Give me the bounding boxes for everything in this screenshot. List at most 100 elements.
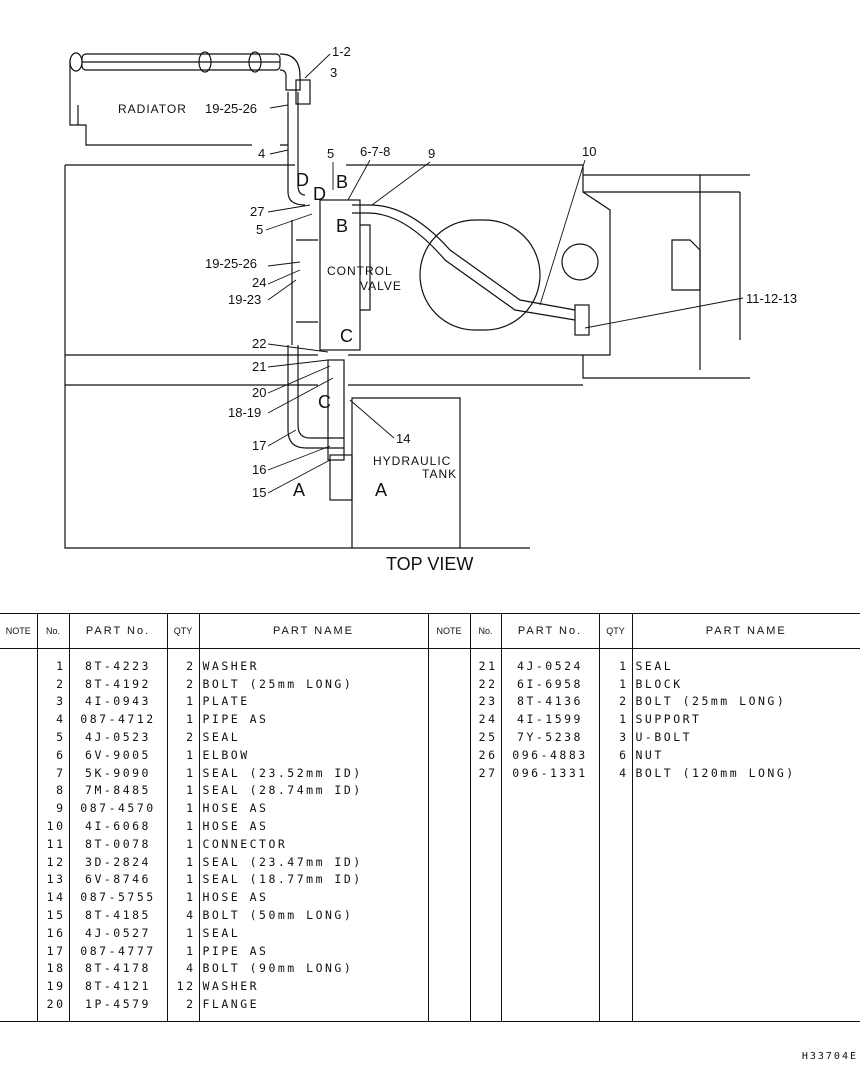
note-cell bbox=[427, 745, 470, 764]
qty-cell: 1 bbox=[166, 852, 199, 871]
note-cell bbox=[427, 728, 470, 746]
qty-cell: 1 bbox=[166, 781, 199, 800]
name-cell bbox=[631, 923, 860, 942]
no-cell bbox=[469, 959, 501, 978]
name-cell: BOLT (120mm LONG) bbox=[631, 763, 860, 782]
header-part-no: PART No. bbox=[68, 613, 167, 649]
note-cell bbox=[427, 763, 470, 782]
callout-9: 9 bbox=[428, 146, 435, 161]
qty-cell: 1 bbox=[166, 834, 199, 853]
no-cell: 14 bbox=[36, 888, 69, 907]
note-cell bbox=[427, 834, 470, 853]
note-cell bbox=[427, 959, 470, 978]
letter-b-upper: B bbox=[336, 172, 348, 192]
qty-cell bbox=[598, 817, 632, 835]
note-cell bbox=[427, 941, 470, 960]
no-cell: 12 bbox=[36, 852, 69, 871]
part-no-cell bbox=[500, 995, 599, 1022]
note-cell bbox=[0, 710, 37, 728]
no-cell bbox=[469, 870, 501, 889]
callout-19-25-26-b: 19-25-26 bbox=[205, 256, 257, 271]
note-cell bbox=[427, 977, 470, 996]
name-cell: BLOCK bbox=[631, 674, 860, 693]
name-cell: SEAL bbox=[198, 728, 428, 746]
part-no-cell bbox=[500, 852, 599, 871]
qty-cell: 2 bbox=[166, 674, 199, 693]
note-cell bbox=[427, 906, 470, 924]
name-cell: ELBOW bbox=[198, 745, 428, 764]
part-no-cell: 087-5755 bbox=[68, 888, 167, 907]
name-cell: SEAL (28.74mm ID) bbox=[198, 781, 428, 800]
name-cell bbox=[631, 817, 860, 835]
callout-16: 16 bbox=[252, 462, 266, 477]
part-no-cell: 4J-0527 bbox=[68, 923, 167, 942]
qty-cell: 12 bbox=[166, 977, 199, 996]
hose-9-10 bbox=[352, 204, 590, 336]
note-cell bbox=[427, 923, 470, 942]
letter-c-lower: C bbox=[318, 392, 331, 412]
name-cell bbox=[631, 959, 860, 978]
part-no-cell: 8T-4121 bbox=[68, 977, 167, 996]
qty-cell bbox=[598, 977, 632, 996]
no-cell: 13 bbox=[36, 870, 69, 889]
part-no-cell bbox=[500, 923, 599, 942]
part-no-cell: 4I-0943 bbox=[68, 692, 167, 711]
no-cell: 24 bbox=[469, 710, 501, 729]
callout-27: 27 bbox=[250, 204, 264, 219]
name-cell: BOLT (90mm LONG) bbox=[198, 959, 428, 978]
qty-cell bbox=[598, 870, 632, 889]
name-cell bbox=[631, 906, 860, 924]
header-part-name: PART NAME bbox=[198, 613, 428, 649]
qty-cell: 2 bbox=[598, 692, 632, 711]
part-no-cell: 096-4883 bbox=[500, 745, 599, 764]
pipe-4 bbox=[287, 92, 306, 206]
callout-19-25-26-a: 19-25-26 bbox=[205, 101, 257, 116]
pipe-17 bbox=[287, 345, 353, 501]
header-no: No. bbox=[36, 613, 69, 649]
no-cell: 15 bbox=[36, 906, 69, 924]
note-cell bbox=[0, 871, 37, 889]
name-cell bbox=[631, 870, 860, 889]
name-cell: SEAL (18.77mm ID) bbox=[198, 870, 428, 889]
no-cell: 6 bbox=[36, 745, 69, 764]
note-cell bbox=[427, 674, 470, 693]
name-cell: PIPE AS bbox=[198, 941, 428, 960]
no-cell bbox=[469, 888, 501, 907]
part-no-cell: 8T-4223 bbox=[68, 648, 167, 675]
part-no-cell: 6I-6958 bbox=[500, 674, 599, 693]
qty-cell bbox=[598, 995, 632, 1022]
qty-cell: 2 bbox=[166, 995, 199, 1022]
header-qty: QTY bbox=[166, 613, 199, 649]
no-cell: 21 bbox=[469, 648, 501, 675]
note-cell bbox=[0, 746, 37, 764]
note-cell bbox=[0, 817, 37, 835]
callout-21: 21 bbox=[252, 359, 266, 374]
note-cell bbox=[427, 870, 470, 889]
qty-cell: 2 bbox=[166, 728, 199, 746]
part-no-cell bbox=[500, 799, 599, 818]
qty-cell: 1 bbox=[166, 817, 199, 835]
no-cell: 8 bbox=[36, 781, 69, 800]
name-cell: HOSE AS bbox=[198, 888, 428, 907]
letter-d-lower: D bbox=[313, 184, 326, 204]
name-cell bbox=[631, 781, 860, 800]
no-cell: 19 bbox=[36, 977, 69, 996]
no-cell bbox=[469, 834, 501, 853]
qty-cell: 4 bbox=[166, 959, 199, 978]
callout-5-mid: 5 bbox=[256, 222, 263, 237]
qty-cell: 1 bbox=[166, 710, 199, 729]
name-cell bbox=[631, 834, 860, 853]
name-cell: PLATE bbox=[198, 692, 428, 711]
no-cell bbox=[469, 977, 501, 996]
tank-label: TANK bbox=[422, 467, 457, 481]
qty-cell bbox=[598, 834, 632, 853]
qty-cell: 1 bbox=[598, 648, 632, 675]
part-no-cell: 8T-4136 bbox=[500, 692, 599, 711]
